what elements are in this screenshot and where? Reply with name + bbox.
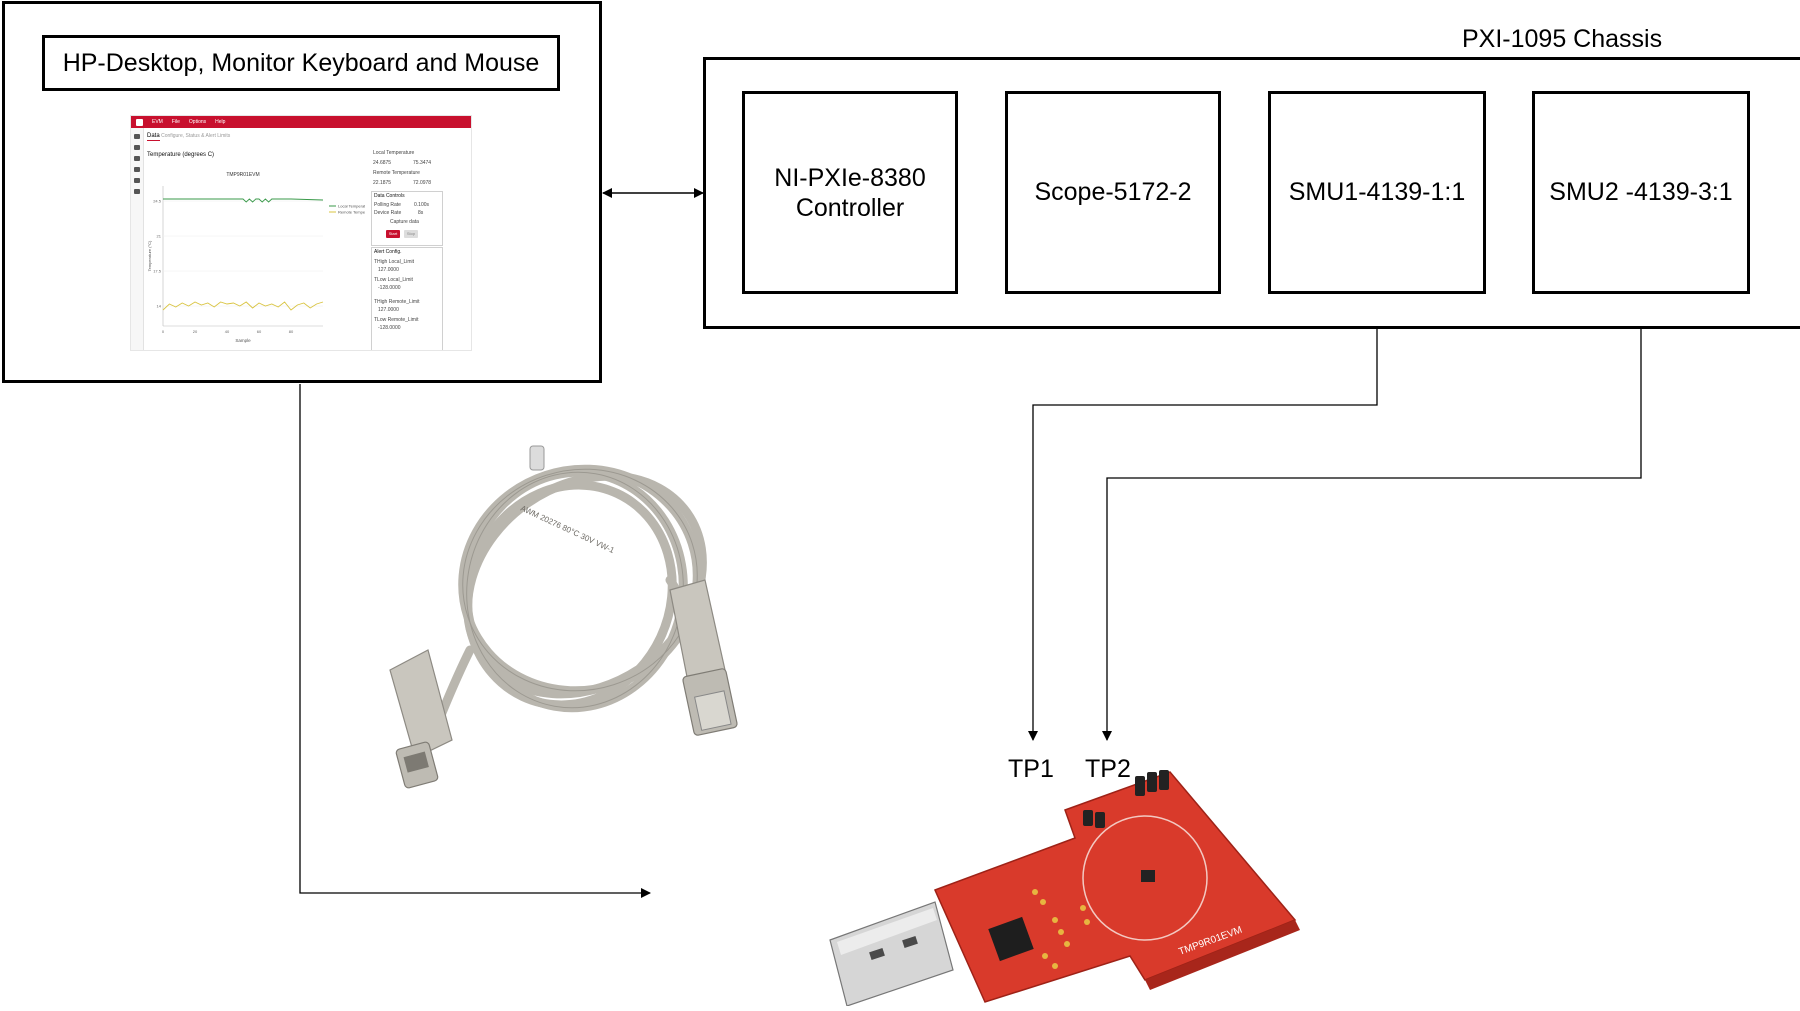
alert-config-panel: Alert Config. THigh Local_Limit 127.0000… bbox=[371, 247, 443, 350]
alert-field-label: TLow Remote_Limit bbox=[374, 317, 419, 323]
smu1-module: SMU1-4139-1:1 bbox=[1268, 91, 1486, 294]
tab-data: Data bbox=[147, 133, 160, 141]
remote-temp-value-2: 72.0978 bbox=[413, 180, 432, 186]
smu1-module-name: SMU1-4139-1:1 bbox=[1288, 178, 1466, 206]
sensor-chip bbox=[1141, 870, 1155, 882]
controller-module: NI-PXIe-8380 Controller bbox=[742, 91, 958, 294]
app-menubar: EVM File Options Help bbox=[131, 116, 471, 128]
smu2-to-tp2-wire bbox=[1102, 294, 1642, 741]
cable-print: AWM 20276 80°C 30V VW-1 bbox=[519, 504, 616, 556]
alert-field-value: -128.0000 bbox=[378, 325, 401, 331]
alert-field-value: -128.0000 bbox=[378, 285, 401, 291]
alert-field-label: TLow Local_Limit bbox=[374, 277, 413, 283]
smu1-to-tp1-wire bbox=[1028, 294, 1378, 741]
pcb-board bbox=[933, 771, 1297, 1003]
pencil-icon bbox=[134, 178, 140, 183]
local-temp-value-2: 75.3474 bbox=[413, 160, 432, 166]
evm-software-screenshot: EVM File Options Help Data Configure, St… bbox=[130, 115, 472, 351]
remote-temp-label: Remote Temperature bbox=[373, 170, 420, 176]
grid-icon bbox=[134, 189, 140, 194]
tmp9r01evm-board-image: TMP9R01EVM bbox=[829, 770, 1300, 1006]
file-icon bbox=[134, 167, 140, 172]
usb-male-connector bbox=[669, 579, 738, 736]
smu2-module: SMU2 -4139-3:1 bbox=[1532, 91, 1750, 294]
y-tick-label: 24.5 bbox=[153, 199, 162, 204]
tab-configure: Configure, Status & Alert Limits bbox=[161, 133, 231, 139]
x-tick-label: 0 bbox=[162, 329, 165, 334]
usb-plug bbox=[829, 901, 954, 1006]
device-rate-label: Device Rate bbox=[374, 210, 402, 216]
y-tick-label: 21 bbox=[157, 234, 162, 239]
chassis-title: PXI-1095 Chassis bbox=[1462, 25, 1663, 53]
usb-extension-cable-image: AWM 20276 80°C 30V VW-1 bbox=[389, 445, 738, 789]
home-icon bbox=[134, 134, 140, 139]
y-axis-label: Temperature (°C) bbox=[147, 240, 152, 271]
sensor-ring bbox=[1082, 815, 1208, 941]
ti-logo-icon bbox=[136, 118, 143, 126]
mcu-chip bbox=[988, 916, 1034, 962]
smu2-module-name: SMU2 -4139-3:1 bbox=[1549, 178, 1733, 206]
y-tick-label: 14 bbox=[157, 304, 162, 309]
capture-data-label: Capture data bbox=[390, 219, 419, 225]
alert-field-label: THigh Remote_Limit bbox=[374, 299, 420, 305]
x-tick-label: 60 bbox=[257, 329, 262, 334]
x-tick-label: 20 bbox=[193, 329, 198, 334]
alert-field-value: 127.0000 bbox=[378, 267, 399, 273]
info-icon bbox=[134, 156, 140, 161]
app-sidebar bbox=[131, 128, 144, 350]
series-line-local bbox=[163, 198, 324, 203]
device-rate-value: 8s bbox=[418, 210, 424, 216]
tp1-label: TP1 bbox=[1008, 755, 1054, 783]
usb-female-connector bbox=[389, 649, 453, 789]
cable-tie bbox=[529, 445, 545, 471]
data-controls-title: Data Controls bbox=[374, 193, 405, 199]
polling-rate-value: 0.100s bbox=[414, 202, 430, 208]
controller-module-subtitle: Controller bbox=[795, 193, 905, 222]
series-line-remote bbox=[162, 301, 324, 311]
stop-button: Stop bbox=[404, 230, 418, 238]
x-tick-label: 80 bbox=[289, 329, 294, 334]
controller-module-name: NI-PXIe-8380 bbox=[774, 163, 926, 192]
data-controls-panel: Data Controls Polling Rate 0.100s Device… bbox=[371, 191, 443, 246]
polling-rate-label: Polling Rate bbox=[374, 202, 401, 208]
desktop-title: HP-Desktop, Monitor Keyboard and Mouse bbox=[42, 35, 560, 91]
header-pads bbox=[1032, 889, 1090, 969]
scope-module-name: Scope-5172-2 bbox=[1034, 178, 1192, 206]
alert-config-title: Alert Config. bbox=[374, 249, 402, 255]
menu-file: File bbox=[171, 118, 180, 125]
y-tick-label: 17.5 bbox=[153, 269, 162, 274]
local-temp-value-1: 24.6875 bbox=[373, 160, 392, 166]
legend-label: Local Temperature bbox=[338, 204, 365, 209]
alert-field-label: THigh Local_Limit bbox=[374, 259, 415, 265]
settings-icon bbox=[134, 145, 140, 150]
x-tick-label: 40 bbox=[225, 329, 230, 334]
start-button: Start bbox=[386, 230, 400, 238]
jumper-headers bbox=[1083, 770, 1169, 828]
scope-module: Scope-5172-2 bbox=[1005, 91, 1221, 294]
x-axis-label: Sample bbox=[235, 338, 251, 343]
legend-label: Remote Temperature bbox=[338, 210, 365, 215]
menu-options: Options bbox=[188, 118, 207, 125]
local-temp-label: Local Temperature bbox=[373, 150, 415, 156]
menu-help: Help bbox=[215, 118, 226, 125]
alert-field-value: 127.0000 bbox=[378, 307, 399, 313]
remote-temp-value-1: 22.1875 bbox=[373, 180, 392, 186]
app-brand: EVM bbox=[152, 118, 163, 125]
section-title: Temperature (degrees C) bbox=[147, 152, 215, 158]
chart-title: TMP9R01EVM bbox=[226, 172, 259, 178]
tp2-label: TP2 bbox=[1085, 755, 1131, 783]
